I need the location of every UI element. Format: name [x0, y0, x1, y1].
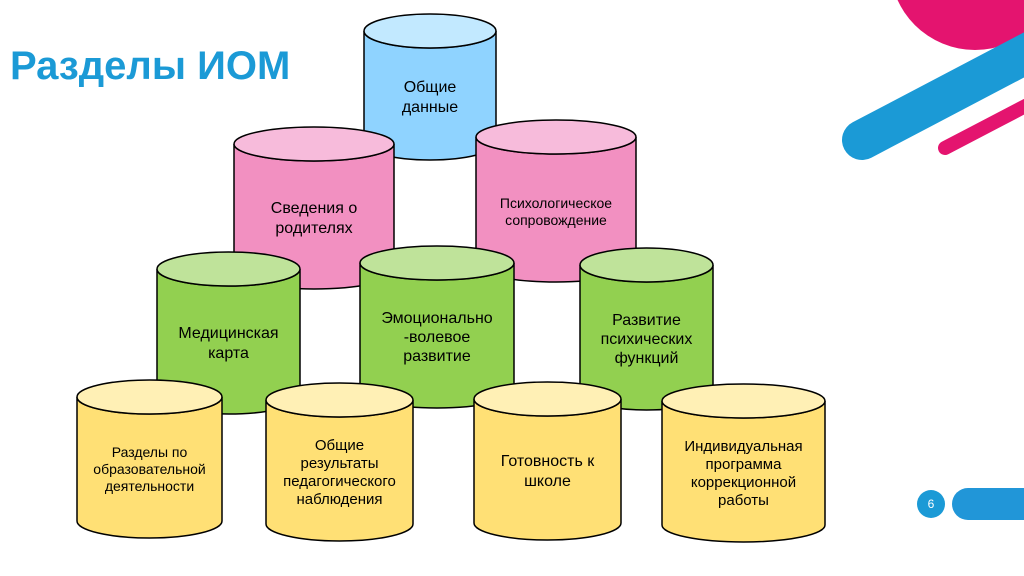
cylinder-psikhologicheskoe-soprovozhdenie: [475, 119, 637, 283]
cylinder-label-obshchie-dannye: Общие данные: [401, 79, 459, 116]
cylinder-label-svedeniya-o-roditelyakh: Сведения о родителях: [270, 200, 358, 237]
cylinder-obshchie-rezultaty-nablyudeniya: [265, 382, 414, 542]
magenta-diagonal-stripe: [938, 98, 1024, 155]
cylinder-top: [579, 247, 714, 283]
bottom-right-accent-bar: [952, 488, 1024, 520]
cylinder-label-razdely-po-obrazovatelnoy-deyatelnosti: Разделы по образовательной деятельности: [93, 444, 206, 494]
cylinder-top: [363, 13, 497, 49]
cylinder-label-meditsinskaya-karta: Медицинская карта: [178, 325, 279, 362]
blue-diagonal-stripe: [842, 32, 1024, 160]
cylinder-top: [156, 251, 301, 287]
cylinder-individualnaya-programma: [661, 383, 826, 543]
magenta-corner-circle: [897, 0, 1024, 50]
cylinder-top: [265, 382, 414, 418]
cylinder-top: [473, 381, 622, 417]
cylinder-label-individualnaya-programma: Индивидуальная программа коррекционной р…: [684, 437, 803, 509]
cylinder-top: [76, 379, 223, 415]
cylinder-label-emotsionalno-volevoe-razvitie: Эмоционально -волевое развитие: [381, 309, 493, 366]
cylinder-gotovnost-k-shkole: [473, 381, 622, 541]
cylinder-top: [359, 245, 515, 281]
cylinder-top: [233, 126, 395, 162]
cylinder-top: [475, 119, 637, 155]
cylinder-label-psikhologicheskoe-soprovozhdenie: Психологическое сопровождение: [499, 194, 613, 228]
cylinder-razdely-po-obrazovatelnoy-deyatelnosti: [76, 379, 223, 539]
cylinder-obshchie-dannye: [363, 13, 497, 161]
slide-title: Разделы ИОМ: [10, 44, 291, 88]
cylinder-label-razvitie-psikhicheskikh-funktsiy: Развитие психических функций: [600, 311, 693, 368]
cylinder-emotsionalno-volevoe-razvitie: [359, 245, 515, 409]
page-number-badge: 6: [917, 490, 945, 518]
cylinder-top: [661, 383, 826, 419]
cylinders-diagram: [76, 13, 826, 543]
cylinder-label-gotovnost-k-shkole: Готовность к школе: [500, 453, 595, 490]
cylinder-meditsinskaya-karta: [156, 251, 301, 415]
cylinder-label-obshchie-rezultaty-nablyudeniya: Общие результаты педагогического наблюде…: [283, 436, 396, 508]
